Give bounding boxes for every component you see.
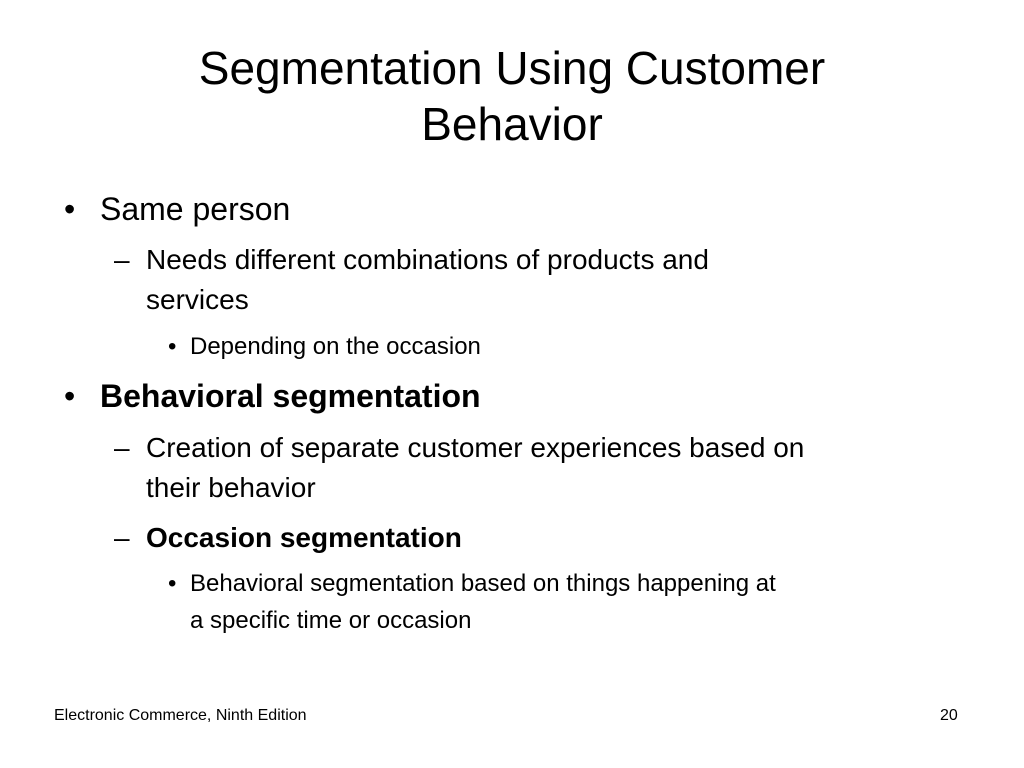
footer-book-title: Electronic Commerce, Ninth Edition <box>54 707 307 724</box>
bullet-marker: • <box>64 378 76 414</box>
sub-sub-item-text-line-1: Behavioral segmentation based on things … <box>190 570 776 597</box>
dash-marker: – <box>114 244 130 275</box>
slide-title: Segmentation Using Customer Behavior <box>60 40 964 152</box>
bullet-marker: • <box>64 191 76 227</box>
page-number: 20 <box>940 707 958 724</box>
bullet-text: Behavioral segmentation <box>100 378 481 414</box>
sub-item-text-line-1: Needs different combinations of products… <box>146 244 709 275</box>
sub-item-text: Occasion segmentation <box>146 522 462 553</box>
dash-marker: – <box>114 432 130 463</box>
dash-marker: – <box>114 522 130 553</box>
bullet-marker: • <box>168 570 177 597</box>
slide-title-line-2: Behavior <box>421 98 603 150</box>
sub-item-text-line-1: Creation of separate customer experience… <box>146 432 805 463</box>
bullet-marker: • <box>168 333 177 360</box>
sub-item-text-line-2: services <box>146 284 249 315</box>
bullet-text: Same person <box>100 191 291 227</box>
slide-title-line-1: Segmentation Using Customer <box>198 42 826 94</box>
sub-sub-item-text: Depending on the occasion <box>190 333 481 360</box>
sub-item-text-line-2: their behavior <box>146 472 316 503</box>
sub-sub-item-text-line-2: a specific time or occasion <box>190 607 472 634</box>
